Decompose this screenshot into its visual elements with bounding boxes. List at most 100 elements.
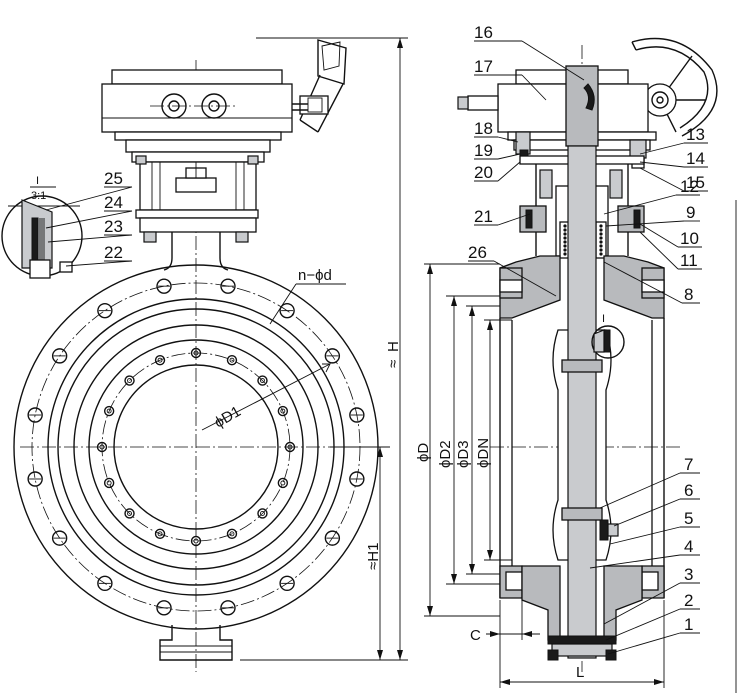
callout-3: 3 (603, 565, 700, 625)
callout-22: 22 (65, 243, 133, 267)
flange-bolt-hole (27, 407, 43, 423)
callout-18: 18 (474, 119, 519, 143)
callout-number: 22 (104, 243, 123, 262)
flange-bolt-hole (97, 302, 113, 319)
flange-bolt-hole (324, 530, 341, 546)
callout-number: 3 (684, 565, 693, 584)
disc-bolt-hole (103, 405, 115, 417)
callout-number: 16 (474, 23, 493, 42)
detail-label-bottom: 3:1 (31, 190, 46, 202)
callout-19: 19 (474, 141, 521, 160)
callout-15: 15 (639, 167, 708, 192)
callout-number: 8 (684, 285, 693, 304)
callout-number: 10 (680, 229, 699, 248)
disc-bolt-hole (277, 405, 289, 417)
packing-rings (563, 224, 603, 256)
callout-leader (45, 186, 133, 211)
callout-number: 19 (474, 141, 493, 160)
callout-13: 13 (639, 125, 708, 155)
d2-label: ϕD2 (437, 440, 454, 468)
disc-bolt-hole (190, 535, 202, 547)
front-view: ϕD1 n−ϕd H ≈ ≈H1 I 3:1 (1, 37, 408, 672)
disc-bolt-hole (226, 528, 238, 540)
disc-bolt-hole (154, 354, 166, 366)
callout-leader (599, 472, 681, 509)
callout-leader (639, 223, 679, 248)
callout-leader (639, 167, 685, 192)
callout-leader (639, 231, 679, 270)
callout-number: 1 (684, 615, 693, 634)
callout-9: 9 (605, 203, 700, 227)
callout-number: 13 (686, 125, 705, 144)
callout-number: 21 (474, 207, 493, 226)
callout-11: 11 (639, 231, 702, 270)
disc-bolt-hole (257, 375, 268, 386)
callout-leader (589, 554, 681, 569)
flange-bolt-hole (156, 278, 172, 294)
callout-4: 4 (589, 537, 700, 569)
flange-bolt-hole (324, 348, 341, 364)
callout-leader (613, 498, 681, 527)
callout-leader (521, 74, 547, 101)
disc-bolt-hole (226, 354, 238, 366)
callout-number: 4 (684, 537, 693, 556)
outer-dia-label: ϕD (415, 443, 432, 462)
callout-number: 9 (686, 203, 695, 222)
flange-bolt-hole (156, 600, 172, 616)
callout-number: 5 (684, 509, 693, 528)
flange-bolt-hole (349, 407, 365, 423)
callout-leader (497, 161, 521, 182)
callout-leader (603, 582, 681, 625)
callout-14: 14 (639, 149, 708, 168)
callout-leader (605, 220, 685, 227)
callout-number: 17 (474, 57, 493, 76)
callout-number: 26 (468, 243, 487, 262)
flange-bolt-hole (51, 530, 68, 546)
height-approx-label: ≈ (385, 360, 402, 368)
flange-bolt-hole (349, 471, 365, 487)
callout-leader (497, 136, 519, 143)
callout-number: 14 (686, 149, 705, 168)
callout-leader (497, 153, 521, 160)
callout-number: 18 (474, 119, 493, 138)
height-label: H (385, 341, 402, 352)
callout-leader (605, 608, 681, 641)
callout-number: 2 (684, 591, 693, 610)
callout-number: 11 (680, 251, 698, 270)
callout-leader (607, 632, 681, 655)
callout-21: 21 (474, 207, 531, 226)
callout-leader (639, 161, 685, 168)
callout-20: 20 (474, 161, 521, 182)
callout-24: 24 (45, 193, 133, 229)
callout-17: 17 (474, 57, 547, 101)
callout-7: 7 (599, 455, 700, 509)
callout-leader (639, 142, 685, 155)
callout-leader (497, 213, 531, 226)
callout-26: 26 (468, 243, 557, 297)
callout-number: 23 (104, 217, 123, 236)
flange-bolt-hole (97, 575, 113, 592)
d3-label: ϕD3 (455, 440, 472, 468)
flange-bolt-hole (27, 471, 43, 487)
callout-16: 16 (474, 23, 585, 81)
callout-8: 8 (603, 261, 700, 304)
section-view: I ϕD ϕD2 ϕD3 ϕDN C (415, 37, 737, 693)
disc-bolt-hole (124, 508, 135, 519)
callout-1: 1 (607, 615, 700, 655)
disc-bolt-hole (124, 375, 135, 386)
flange-bolt-hole (220, 600, 236, 616)
callout-leader (603, 261, 683, 304)
part-callouts: 1234567891011121314151617181920212223242… (45, 23, 708, 655)
flange-bolt-hole (51, 348, 68, 364)
c-label: C (470, 627, 481, 644)
bolt-circle-label: ϕD1 (212, 403, 244, 432)
callout-number: 25 (104, 169, 123, 188)
section-mark: I (602, 313, 605, 325)
callout-leader (493, 260, 557, 297)
callout-number: 7 (684, 455, 693, 474)
callout-number: 15 (686, 173, 705, 192)
disc-bolt-hole (284, 441, 296, 453)
callout-10: 10 (639, 223, 702, 248)
detail-label-top: I (36, 175, 39, 187)
